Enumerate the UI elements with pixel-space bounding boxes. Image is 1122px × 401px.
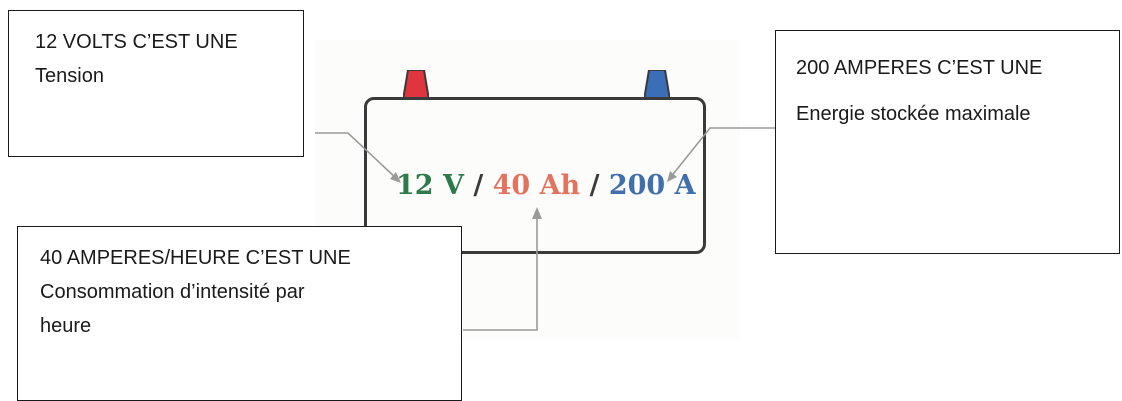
- callout-volts-heading: 12 VOLTS C’EST UNE: [35, 31, 238, 53]
- callout-amp-hours-answer-line2: heure: [40, 315, 92, 337]
- callout-volts: 12 VOLTS C’EST UNE Tension: [8, 10, 304, 157]
- callout-amperes-heading: 200 AMPERES C’EST UNE: [796, 57, 1043, 79]
- negative-terminal-icon: [644, 70, 670, 100]
- callout-amp-hours-answer-line1: Consommation d’intensité par: [40, 281, 305, 303]
- callout-amp-hours-heading: 40 AMPERES/HEURE C’EST UNE: [40, 247, 351, 269]
- amperes-connector: [669, 127, 775, 179]
- battery-current: 200 A: [608, 170, 696, 201]
- volts-connector: [315, 132, 399, 181]
- battery-rating-label: 12 V / 40 Ah / 200 A: [396, 166, 696, 206]
- positive-terminal-icon: [403, 70, 429, 100]
- battery-capacity: 40 Ah: [492, 170, 581, 201]
- callout-amp-hours: 40 AMPERES/HEURE C’EST UNE Consommation …: [17, 226, 462, 401]
- callout-amperes-answer: Energie stockée maximale: [796, 103, 1031, 125]
- volts-arrowhead: [390, 172, 401, 183]
- separator: /: [473, 170, 484, 201]
- amp-hours-connector: [463, 214, 538, 331]
- amperes-arrowhead: [667, 171, 677, 182]
- separator: /: [589, 170, 600, 201]
- battery-voltage: 12 V: [396, 170, 464, 201]
- callout-volts-answer: Tension: [35, 65, 104, 87]
- callout-spacer: [796, 85, 1119, 97]
- amp-hours-arrowhead: [532, 207, 542, 219]
- callout-amperes: 200 AMPERES C’EST UNE Energie stockée ma…: [775, 30, 1120, 254]
